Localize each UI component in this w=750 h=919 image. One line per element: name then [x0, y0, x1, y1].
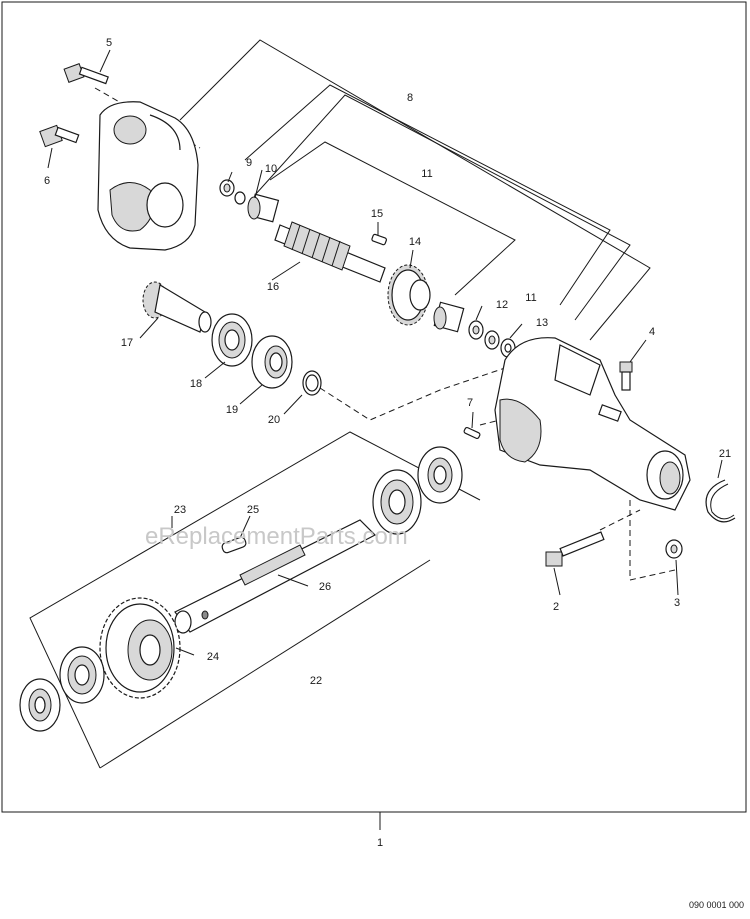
bracket-9	[244, 84, 611, 306]
callout-9: 9	[246, 157, 252, 169]
callout-2: 2	[553, 601, 559, 613]
bearing-upper	[372, 469, 422, 535]
watermark-text: eReplacementParts.com	[145, 523, 408, 550]
key-25	[221, 536, 247, 554]
bracket-10	[254, 94, 631, 321]
pin-7	[463, 426, 481, 440]
bracket-11-inner	[269, 141, 516, 296]
callout-12: 12	[496, 299, 508, 311]
callout-7: 7	[467, 397, 473, 409]
callout-25: 25	[247, 504, 259, 516]
bushing-right	[433, 301, 465, 333]
callout-4: 4	[649, 326, 655, 338]
main-gear-housing	[494, 337, 691, 511]
snap-ring-21	[705, 479, 736, 523]
callout-11-top: 11	[421, 168, 432, 180]
callout-14: 14	[409, 236, 421, 248]
callout-1: 1	[377, 837, 383, 849]
callout-11-right: 11	[525, 292, 536, 304]
gear-housing-half	[97, 101, 199, 251]
callout-5: 5	[106, 37, 112, 49]
callout-13: 13	[536, 317, 548, 329]
callout-6: 6	[44, 175, 50, 187]
callout-8: 8	[407, 92, 413, 104]
callout-17: 17	[121, 337, 133, 349]
callout-26: 26	[319, 581, 331, 593]
bearing-lower	[59, 646, 105, 704]
callout-21: 21	[719, 448, 731, 460]
worm-shaft-16	[274, 221, 386, 283]
callout-18: 18	[190, 378, 202, 390]
bushing	[247, 193, 280, 223]
callout-16: 16	[267, 281, 279, 293]
bolt-5	[63, 63, 109, 85]
bearing-18	[211, 313, 253, 367]
gear-24	[99, 597, 181, 699]
seal-upper	[417, 446, 463, 504]
bracket-8	[179, 39, 651, 341]
diagram-frame	[1, 1, 747, 813]
callout-20: 20	[268, 414, 280, 426]
callout-3: 3	[674, 597, 680, 609]
callout-19: 19	[226, 404, 238, 416]
bolt-2	[545, 531, 605, 567]
screw-4	[619, 361, 633, 391]
pinion-shaft-17	[142, 281, 212, 333]
seal-19	[251, 335, 293, 389]
diagram-code: 090 0001 000	[689, 900, 744, 910]
callout-10: 10	[265, 163, 277, 175]
key-15	[371, 233, 387, 246]
callout-15: 15	[371, 208, 383, 220]
callout-23: 23	[174, 504, 186, 516]
seal-lower	[19, 678, 61, 732]
gear-14	[387, 264, 431, 326]
output-shaft-26	[174, 519, 377, 634]
callout-24: 24	[207, 651, 219, 663]
washer-10	[234, 191, 246, 205]
bolt-6	[39, 124, 80, 148]
callout-22: 22	[310, 675, 322, 687]
